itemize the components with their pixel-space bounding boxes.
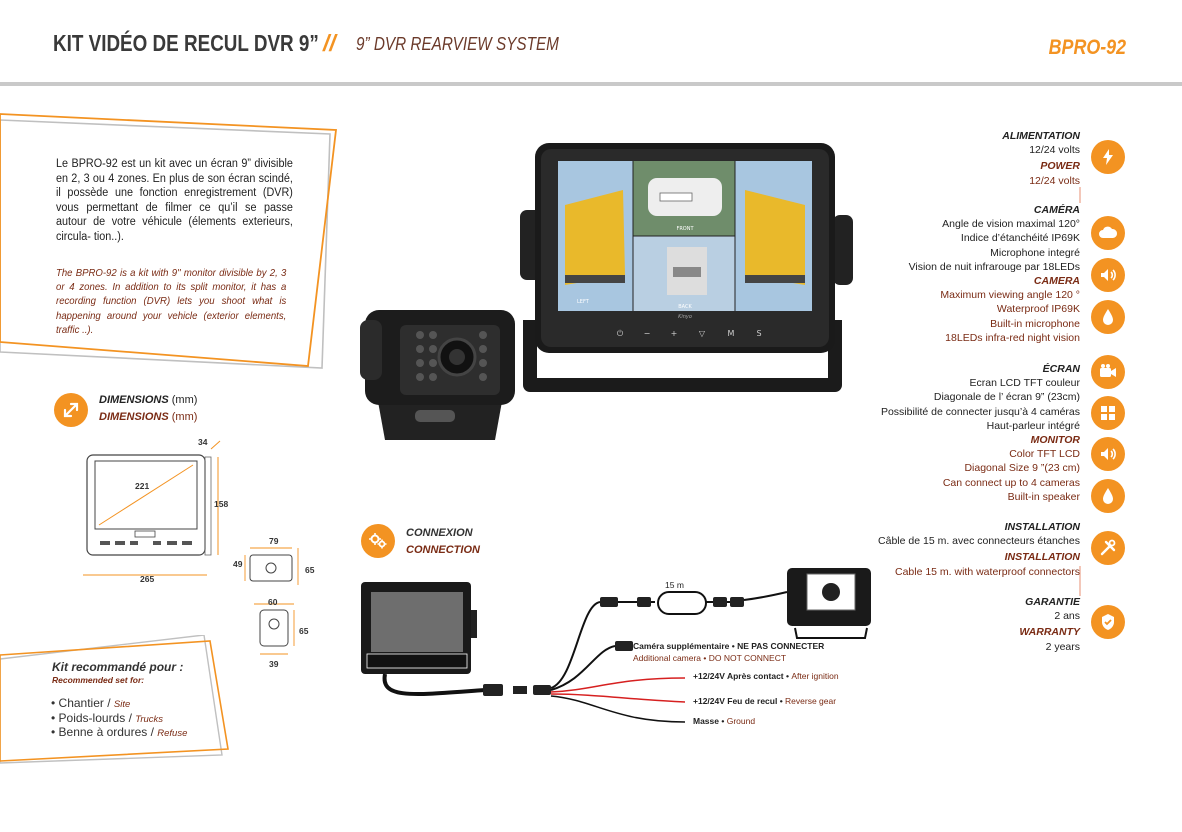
connection-diagram bbox=[361, 568, 871, 723]
recommended-item: • Poids-lourds / Trucks bbox=[51, 711, 164, 725]
screen-label-back: BACK bbox=[678, 304, 692, 310]
dim-cam-width-top: 79 bbox=[269, 536, 279, 546]
monitor-down-button: ▽ bbox=[699, 329, 706, 338]
recommended-frame bbox=[0, 635, 229, 764]
recommended-title: Kit recommandé pour : bbox=[52, 660, 184, 674]
rear-camera bbox=[360, 310, 515, 440]
screen-label-front: FRONT bbox=[676, 226, 694, 232]
connection-label-en: CONNECTION bbox=[406, 544, 480, 556]
video-camera-icon bbox=[1091, 355, 1125, 389]
dim-cam-width-mid: 60 bbox=[268, 597, 278, 607]
monitor-menu-button: M bbox=[728, 329, 735, 338]
extra-camera-label-en: Additional camera • DO NOT CONNECT bbox=[633, 653, 787, 663]
dim-cam-width-bottom: 39 bbox=[269, 659, 279, 669]
monitor-minus-button: − bbox=[644, 329, 651, 338]
title-fr: KIT VIDÉO DE RECUL DVR 9” bbox=[53, 30, 319, 56]
lightning-icon bbox=[1091, 140, 1125, 174]
monitor-select-button: S bbox=[756, 329, 761, 338]
water-drop-icon bbox=[1091, 479, 1125, 513]
extra-camera-label-fr: Caméra supplémentaire • NE PAS CONNECTER bbox=[633, 641, 825, 651]
spec-accent-bar bbox=[1079, 566, 1081, 596]
page-header: KIT VIDÉO DE RECUL DVR 9” // 9” DVR REAR… bbox=[0, 0, 1182, 86]
screen-label-left: LEFT bbox=[577, 299, 590, 305]
spec-installation: INSTALLATION Câble de 15 m. avec connect… bbox=[878, 521, 1080, 578]
product-photo: FRONT LEFT BACK Kinyo ⏻ − + ▽ M S bbox=[360, 143, 853, 440]
wire-label-ignition: +12/24V Après contact • After ignition bbox=[693, 671, 839, 681]
intro-text-en: The BPRO-92 is a kit with 9'' monitor di… bbox=[56, 268, 287, 336]
dim-depth: 34 bbox=[198, 437, 208, 447]
spec-camera: CAMÉRA Angle de vision maximal 120° Indi… bbox=[908, 204, 1080, 344]
shield-check-icon bbox=[1091, 605, 1125, 639]
monitor-power-button: ⏻ bbox=[617, 329, 624, 338]
cloud-icon bbox=[1091, 216, 1125, 250]
dim-cam-height-right: 65 bbox=[305, 565, 315, 575]
water-drop-icon bbox=[1091, 300, 1125, 334]
recommended-subtitle: Recommended set for: bbox=[52, 675, 145, 685]
product-reference: BPRO-92 bbox=[1048, 36, 1126, 59]
header-divider bbox=[0, 82, 1182, 86]
camera-dimension-drawing bbox=[244, 547, 299, 655]
dim-height: 158 bbox=[214, 499, 229, 509]
dim-cam-height-side: 65 bbox=[299, 626, 309, 636]
dim-diagonal: 221 bbox=[135, 481, 150, 491]
spec-warranty: GARANTIE 2 ans WARRANTY 2 years bbox=[1019, 596, 1080, 653]
resize-arrows-icon bbox=[54, 393, 88, 427]
dim-cam-height-left: 49 bbox=[233, 559, 243, 569]
intro-frame bbox=[0, 113, 338, 369]
connection-label-fr: CONNEXION bbox=[406, 527, 473, 539]
split-screen-icon bbox=[1091, 396, 1125, 430]
wire-label-reverse: +12/24V Feu de recul • Reverse gear bbox=[693, 696, 837, 706]
recommended-item: • Benne à ordures / Refuse bbox=[51, 725, 188, 739]
tools-icon bbox=[1091, 531, 1125, 565]
dimensions-label-fr: DIMENSIONS (mm) bbox=[99, 394, 198, 406]
speaker-icon bbox=[1091, 258, 1125, 292]
recommended-item: • Chantier / Site bbox=[51, 696, 131, 710]
cable-length-label: 15 m bbox=[665, 580, 684, 590]
gears-icon bbox=[361, 524, 395, 558]
intro-text-fr: Le BPRO-92 est un kit avec un écran 9” d… bbox=[56, 158, 293, 243]
monitor-plus-button: + bbox=[671, 329, 678, 338]
spec-screen: ÉCRAN Ecran LCD TFT couleur Diagonale de… bbox=[880, 363, 1080, 503]
spec-power: ALIMENTATION 12/24 volts POWER 12/24 vol… bbox=[1002, 130, 1080, 187]
dim-width: 265 bbox=[140, 574, 155, 584]
title-separator: // bbox=[323, 30, 336, 56]
monitor-brand: Kinyo bbox=[678, 314, 692, 320]
speaker-icon bbox=[1091, 437, 1125, 471]
spec-accent-bar bbox=[1079, 187, 1081, 203]
title-en: 9” DVR REARVIEW SYSTEM bbox=[356, 34, 559, 54]
wire-label-ground: Masse • Ground bbox=[693, 716, 756, 726]
monitor-dimension-drawing bbox=[83, 440, 221, 576]
dimensions-label-en: DIMENSIONS (mm) bbox=[99, 411, 198, 423]
